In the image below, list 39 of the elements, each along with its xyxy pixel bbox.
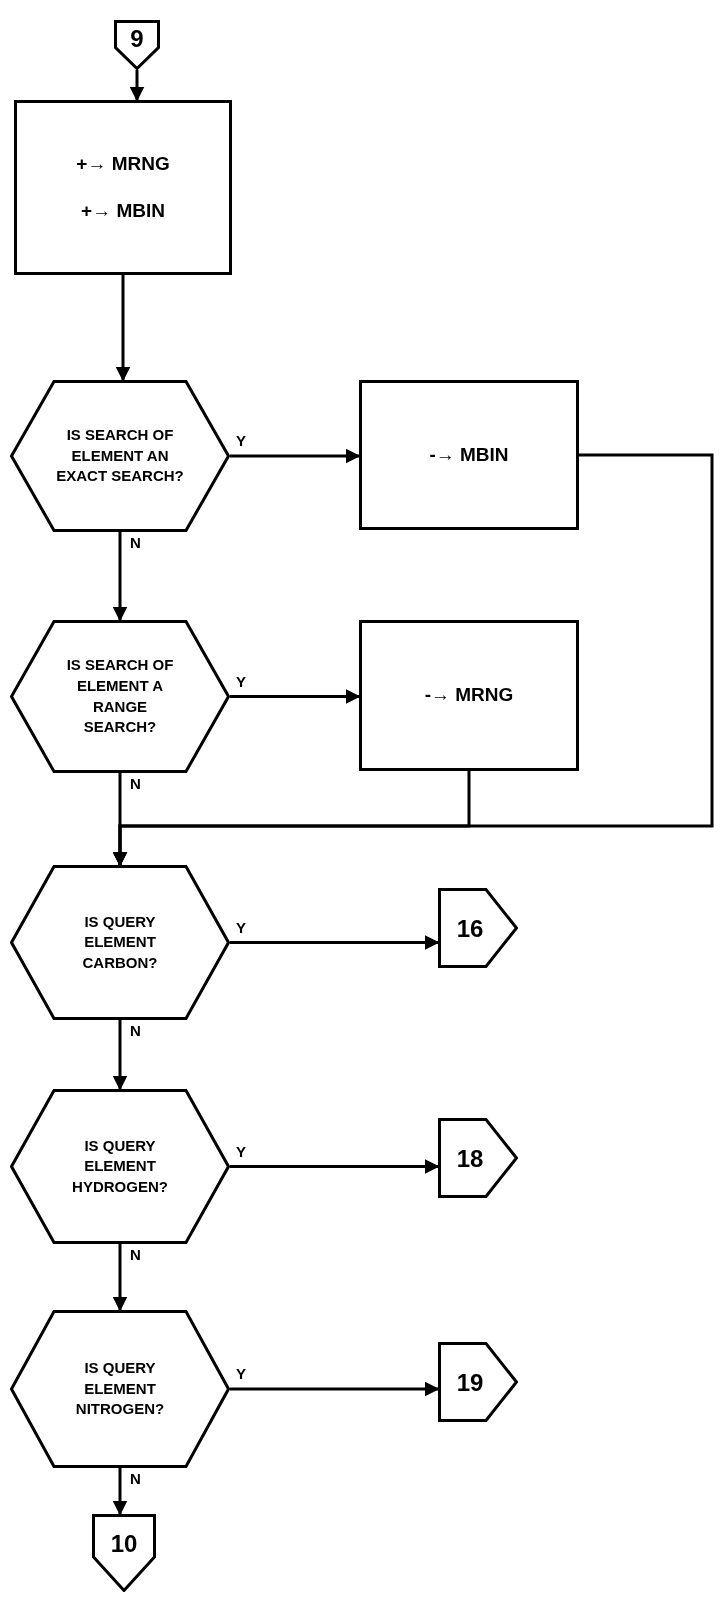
off-page-connector	[92, 1514, 156, 1592]
arrow	[112, 1468, 128, 1516]
decision-hexagon	[10, 1310, 230, 1468]
arrow	[129, 70, 145, 102]
decision-hexagon	[10, 380, 230, 532]
arrow	[112, 1020, 128, 1091]
node-text: 9	[130, 24, 144, 55]
arrow	[230, 935, 440, 950]
decision-hexagon	[10, 865, 230, 1020]
node-text: IS QUERY ELEMENT NITROGEN?	[74, 1358, 166, 1420]
arrow	[112, 532, 128, 622]
arrow	[115, 275, 131, 382]
page-connector	[438, 1118, 518, 1198]
node-text: IS SEARCH OF ELEMENT A RANGE SEARCH?	[65, 655, 175, 738]
node-text: 10	[110, 1528, 138, 1559]
node-text: +→ MBIN	[81, 198, 165, 223]
decision-hexagon	[10, 620, 230, 773]
node-text: 19	[456, 1367, 484, 1398]
arrow	[112, 771, 471, 867]
process-box	[359, 620, 579, 771]
node-text: -→ MBIN	[429, 442, 509, 467]
off-page-connector	[114, 20, 160, 70]
process-box	[359, 380, 579, 530]
arrow	[230, 1159, 440, 1174]
arrow	[112, 1244, 128, 1312]
page-connector	[438, 888, 518, 968]
arrow	[230, 689, 361, 704]
node-text: +→ MRNG	[76, 152, 170, 177]
node-text: IS QUERY ELEMENT HYDROGEN?	[71, 1135, 169, 1197]
page-connector	[438, 1342, 518, 1422]
node-text: -→ MRNG	[424, 683, 514, 708]
process-box	[14, 100, 232, 275]
decision-hexagon	[10, 1089, 230, 1244]
node-text: 18	[456, 1143, 484, 1174]
arrow	[230, 448, 361, 464]
node-text: 16	[456, 913, 484, 944]
node-text: IS SEARCH OF ELEMENT AN EXACT SEARCH?	[55, 425, 185, 487]
node-text: IS QUERY ELEMENT CARBON?	[81, 911, 159, 973]
arrow	[230, 1381, 440, 1397]
